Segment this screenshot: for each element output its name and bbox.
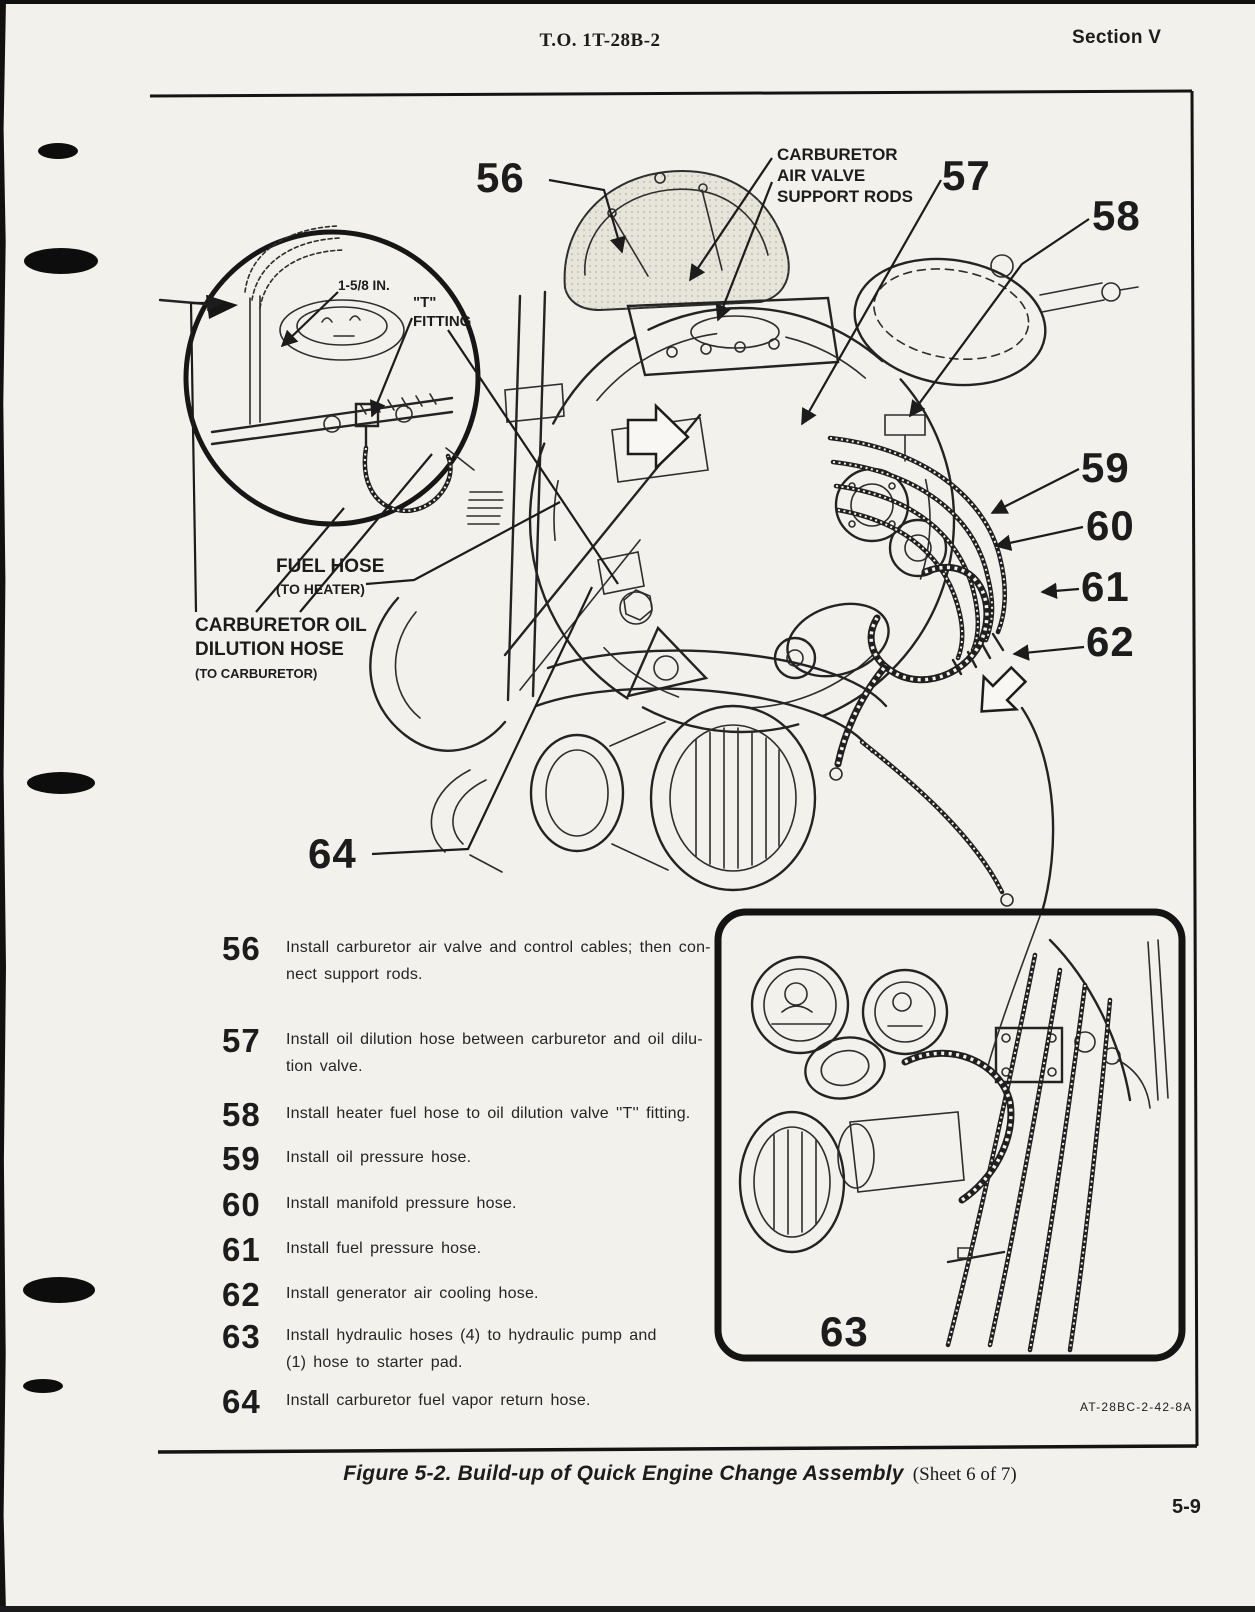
label-carburetor-oil-dilution-hose-line: DILUTION HOSE [195,639,344,660]
label-t-fitting-line: FITTING [413,313,472,330]
label-t-fitting-line: "T" [413,294,437,311]
scan-edge-bottom [0,1606,1255,1612]
label-fuel-hose-line: FUEL HOSE [276,556,385,577]
step-57: 57 Install oil dilution hose between carb… [222,1022,726,1080]
label-carburetor-oil-dilution-hose-line: CARBURETOR OIL [195,615,367,636]
step-number: 62 [222,1276,261,1313]
label-fuel-hose: FUEL HOSE (TO HEATER) [276,556,384,600]
punch-hole-mark [23,1379,63,1393]
label-fuel-hose-line: (TO HEATER) [276,581,365,597]
step-number: 63 [222,1318,261,1355]
callout-58: 58 [1092,192,1141,239]
label-carburetor-air-valve-support-rods-line: AIR VALVE [777,166,866,185]
label-carburetor-air-valve-support-rods: CARBURETOR AIR VALVE SUPPORT RODS [777,144,913,207]
callout-59: 59 [1081,444,1130,491]
step-64: 64 Install carburetor fuel vapor return h… [222,1383,726,1420]
step-number: 64 [222,1383,261,1420]
figure-frame [149,89,1199,1454]
figure-caption: Figure 5-2. Build-up of Quick Engine Cha… [160,1462,1200,1486]
step-text: Install oil dilution hose between carbur… [286,1031,703,1075]
view-arrow-up-left [980,665,1028,713]
figure-caption-title: Figure 5-2. Build-up of Quick Engine Cha… [343,1462,904,1485]
step-text: Install manifold pressure hose. [286,1195,517,1212]
callout-64: 64 [308,830,357,877]
detail-circle-inset [158,225,481,527]
step-text: Install heater fuel hose to oil dilution… [286,1105,691,1122]
punch-hole-mark [24,248,98,274]
step-text: Install generator air cooling hose. [286,1285,539,1302]
step-61: 61 Install fuel pressure hose. [222,1231,726,1268]
label-carburetor-air-valve-support-rods-line: SUPPORT RODS [777,187,914,206]
inset-box-drawing [714,908,1186,1362]
step-text: Install oil pressure hose. [286,1149,472,1166]
step-56: 56 Install carburetor air valve and contr… [222,930,726,988]
callout-62: 62 [1086,618,1135,665]
section-label: Section V [1072,27,1162,48]
label-t-fitting: "T" FITTING [413,293,471,331]
label-carburetor-air-valve-support-rods-line: CARBURETOR [777,145,898,164]
punch-hole-mark [38,143,78,159]
view-arrow-right [626,403,690,471]
step-number: 61 [222,1231,261,1268]
callout-61: 61 [1081,563,1130,610]
step-62: 62 Install generator air cooling hose. [222,1276,726,1313]
callout-63: 63 [820,1308,869,1355]
callout-57: 57 [942,152,991,199]
label-carburetor-oil-dilution-hose-line: (TO CARBURETOR) [195,666,318,681]
figure-caption-sheet: (Sheet 6 of 7) [912,1464,1017,1485]
step-number: 58 [222,1096,261,1133]
step-text: Install carburetor fuel vapor return hos… [286,1392,591,1409]
step-number: 57 [222,1022,261,1059]
page-number: 5-9 [1172,1496,1201,1518]
photo-reference-number: AT-28BC-2-42-8A [1080,1400,1193,1414]
step-text: Install carburetor air valve and control… [286,939,711,983]
label-dimension: 1-5/8 IN. [338,278,390,293]
scan-edge-left [0,0,6,1612]
callout-56: 56 [476,154,525,201]
callout-60: 60 [1086,502,1135,549]
step-58: 58 Install heater fuel hose to oil diluti… [222,1096,726,1133]
technical-order-number: T.O. 1T-28B-2 [539,30,661,51]
punch-hole-mark [23,1277,95,1303]
step-63: 63 Install hydraulic hoses (4) to hydraul… [222,1318,726,1376]
step-text: Install hydraulic hoses (4) to hydraulic… [286,1327,657,1371]
step-60: 60 Install manifold pressure hose. [222,1186,726,1223]
callout-leader-lines [189,157,1090,1334]
step-number: 59 [222,1140,261,1177]
scan-edge-top [0,0,1255,4]
label-carburetor-oil-dilution-hose: CARBURETOR OIL DILUTION HOSE (TO CARBURETO… [195,614,367,686]
punch-hole-mark [27,772,95,794]
main-engine-drawing [369,170,1139,914]
step-text: Install fuel pressure hose. [286,1240,482,1257]
step-59: 59 Install oil pressure hose. [222,1140,726,1177]
step-number: 56 [222,930,261,967]
step-number: 60 [222,1186,261,1223]
